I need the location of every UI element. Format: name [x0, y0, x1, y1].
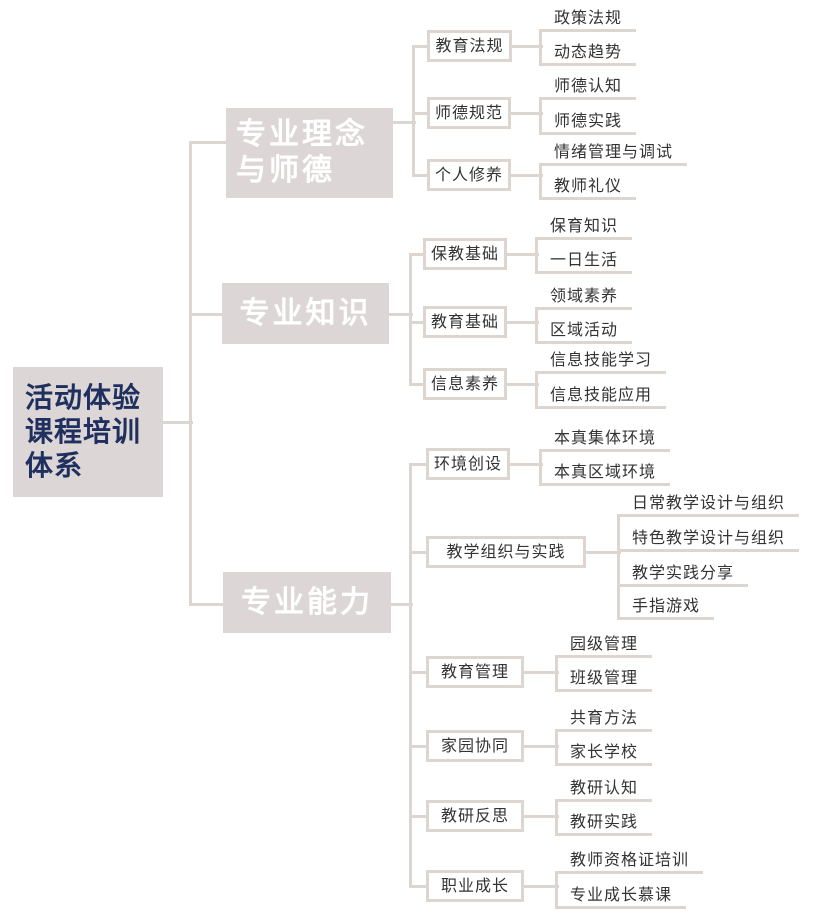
topic-node: 师德规范	[427, 97, 511, 129]
leaf-node: 教学实践分享	[618, 562, 749, 587]
leaf-node: 领域素养	[536, 285, 633, 310]
leaf-node: 情绪管理与调试	[540, 141, 688, 166]
connector-line	[555, 655, 558, 692]
topic-node: 环境创设	[426, 448, 510, 480]
connector-line	[410, 321, 426, 324]
connector-line	[524, 885, 559, 888]
leaf-node: 一日生活	[536, 249, 633, 274]
leaf-node: 信息技能学习	[536, 349, 667, 374]
connector-line	[539, 449, 542, 486]
branch-label: 专业理念	[236, 117, 368, 152]
leaf-node: 教师礼仪	[540, 175, 637, 200]
topic-node: 保教基础	[423, 238, 507, 270]
topic-node: 信息素养	[423, 368, 507, 400]
connector-line	[413, 112, 430, 115]
leaf-node: 班级管理	[556, 667, 653, 692]
leaf-node: 共育方法	[556, 707, 653, 732]
connector-line	[512, 45, 543, 48]
leaf-node: 本真区域环境	[540, 461, 671, 486]
root-line: 课程培训	[25, 415, 142, 448]
connector-line	[539, 29, 542, 66]
leaf-node: 专业成长慕课	[556, 884, 687, 909]
leaf-node: 动态趋势	[540, 41, 637, 66]
connector-line	[391, 603, 413, 606]
branch-node: 专业理念与师德	[226, 108, 393, 198]
root-line: 体系	[25, 449, 84, 482]
connector-line	[389, 313, 413, 316]
leaf-node: 特色教学设计与组织	[618, 527, 800, 552]
leaf-node: 政策法规	[540, 7, 637, 32]
connector-line	[190, 603, 226, 606]
leaf-node: 教研实践	[556, 811, 653, 836]
branch-label: 专业知识	[239, 295, 372, 331]
leaf-node: 师德实践	[540, 110, 637, 135]
connector-line	[410, 671, 429, 674]
connector-line	[189, 141, 192, 606]
connector-line	[535, 237, 538, 274]
connector-line	[507, 321, 539, 324]
connector-line	[410, 815, 429, 818]
topic-node: 家园协同	[426, 730, 524, 762]
connector-line	[539, 163, 542, 200]
topic-node: 教育法规	[427, 30, 512, 62]
leaf-node: 师德认知	[540, 75, 637, 100]
connector-line	[410, 551, 429, 554]
branch-node: 专业知识	[222, 283, 389, 344]
connector-line	[412, 45, 415, 177]
topic-node: 教育基础	[423, 306, 507, 338]
connector-line	[511, 112, 543, 115]
topic-node: 教学组织与实践	[426, 536, 586, 568]
leaf-node: 区域活动	[536, 319, 633, 344]
connector-line	[617, 514, 620, 620]
branch-label: 专业能力	[241, 584, 373, 620]
leaf-node: 保育知识	[536, 215, 633, 240]
connector-line	[586, 551, 621, 554]
root-node: 活动体验 课程培训 体系	[13, 367, 163, 497]
leaf-node: 手指游戏	[618, 595, 715, 620]
leaf-node: 本真集体环境	[540, 427, 671, 452]
connector-line	[410, 383, 426, 386]
leaf-node: 教师资格证培训	[556, 849, 704, 874]
connector-line	[413, 45, 430, 48]
leaf-node: 日常教学设计与组织	[618, 492, 800, 517]
topic-node: 教研反思	[426, 800, 524, 832]
connector-line	[190, 313, 225, 316]
connector-line	[510, 463, 543, 466]
connector-line	[410, 885, 429, 888]
branch-node: 专业能力	[223, 572, 391, 633]
leaf-node: 教研认知	[556, 777, 653, 802]
connector-line	[410, 253, 426, 256]
topic-node: 个人修养	[427, 159, 511, 191]
connector-line	[555, 871, 558, 909]
connector-line	[410, 745, 429, 748]
leaf-node: 信息技能应用	[536, 384, 667, 409]
topic-node: 教育管理	[426, 656, 524, 688]
branch-label: 与师德	[236, 153, 335, 188]
connector-line	[511, 174, 543, 177]
connector-line	[535, 307, 538, 344]
connector-line	[539, 97, 542, 135]
root-line: 活动体验	[25, 381, 142, 414]
connector-line	[507, 383, 539, 386]
connector-line	[507, 253, 539, 256]
connector-line	[555, 799, 558, 836]
connector-line	[524, 745, 559, 748]
connector-line	[555, 729, 558, 766]
connector-line	[190, 141, 229, 144]
leaf-node: 园级管理	[556, 633, 653, 658]
topic-node: 职业成长	[426, 870, 524, 902]
connector-line	[524, 671, 559, 674]
connector-line	[410, 463, 429, 466]
connector-line	[409, 253, 412, 386]
connector-line	[409, 463, 412, 888]
connector-line	[413, 174, 430, 177]
connector-line	[524, 815, 559, 818]
connector-line	[163, 421, 193, 424]
connector-line	[535, 371, 538, 409]
leaf-node: 家长学校	[556, 741, 653, 766]
connector-line	[393, 121, 416, 124]
